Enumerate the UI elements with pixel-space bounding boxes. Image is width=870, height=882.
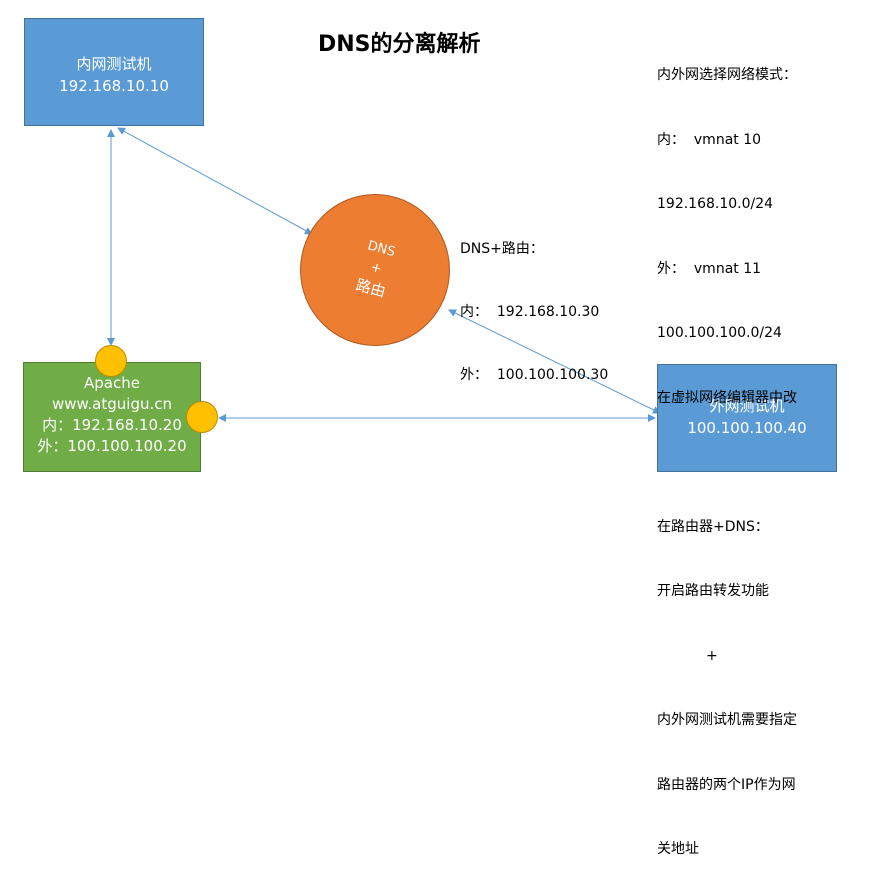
notes-line: 内外网测试机需要指定 (657, 712, 797, 728)
dns-router-info-outer: 外： 100.100.100.30 (460, 367, 609, 383)
connector-inner-to-dns (117, 127, 313, 235)
notes-line: 100.100.100.0/24 (657, 325, 782, 341)
dns-router-label: DNS + 路由 (296, 221, 456, 318)
inner-test-machine-ip: 192.168.10.10 (59, 77, 169, 95)
dns-router-node: DNS + 路由 (300, 194, 450, 346)
notes-line: 路由器的两个IP作为网 (657, 776, 796, 793)
notes-line: 关地址 (657, 841, 699, 857)
notes-line: 开启路由转发功能 (657, 583, 769, 599)
apache-server-box: Apache www.atguigu.cn 内：192.168.10.20 外：… (23, 362, 201, 472)
apache-inner-ip: 内：192.168.10.20 (42, 416, 182, 434)
dns-router-info-inner: 内： 192.168.10.30 (460, 304, 600, 320)
outer-test-machine-box: 外网测试机 100.100.100.40 (657, 364, 837, 472)
inner-test-machine-box: 内网测试机 192.168.10.10 (24, 18, 204, 126)
notes-line: 在路由器+DNS： (657, 518, 769, 535)
apache-outer-ip: 外：100.100.100.20 (37, 437, 187, 455)
apache-inner-nic-dot (95, 345, 127, 377)
inner-test-machine-name: 内网测试机 (76, 55, 152, 73)
dns-router-info: DNS+路由： 内： 192.168.10.30 外： 100.100.100.… (460, 197, 608, 407)
notes-line: 在虚拟网络编辑器中改 (657, 389, 797, 406)
notes-line: + (657, 647, 718, 664)
notes-line: 内外网选择网络模式： (657, 67, 797, 83)
config-notes: 内外网选择网络模式： 内： vmnat 10 192.168.10.0/24 外… (657, 22, 797, 882)
connector-layer (107, 127, 661, 422)
apache-outer-nic-dot (186, 401, 218, 433)
notes-line (657, 452, 797, 474)
notes-line: 外： vmnat 11 (657, 260, 762, 277)
diagram-title: DNS的分离解析 (318, 32, 481, 57)
apache-domain: www.atguigu.cn (51, 395, 172, 413)
notes-line: 内： vmnat 10 (657, 131, 762, 148)
notes-line: 192.168.10.0/24 (657, 196, 774, 212)
apache-label: Apache (84, 374, 140, 392)
dns-router-info-title: DNS+路由： (460, 241, 544, 257)
connector-dns-to-outer (448, 309, 661, 414)
outer-test-machine-name: 外网测试机 (709, 397, 785, 415)
outer-test-machine-ip: 100.100.100.40 (687, 419, 807, 437)
